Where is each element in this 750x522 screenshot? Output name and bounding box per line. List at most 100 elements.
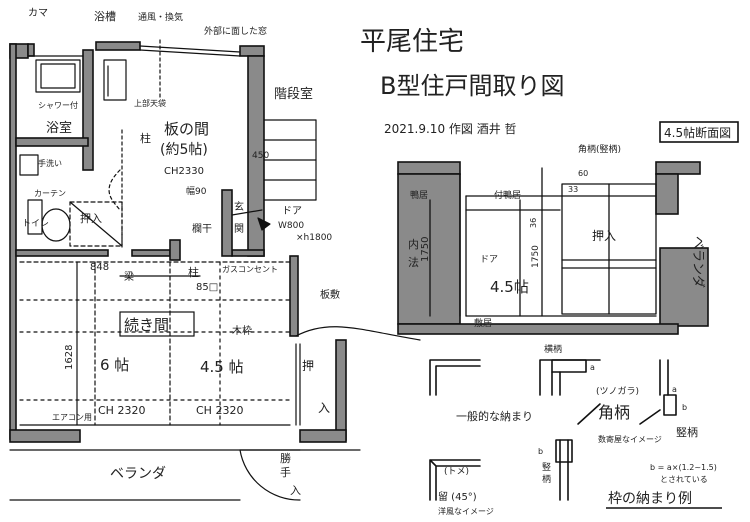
label-ch2330: CH2330: [164, 166, 204, 177]
label-shikii: 敷居: [474, 317, 492, 329]
wall-top-right: [239, 45, 265, 57]
wall-right-lower: [289, 255, 299, 337]
label-shower: シャワー付: [38, 100, 78, 110]
wall-mid-right: [231, 249, 265, 257]
label-dim-1750-b: 1750: [531, 245, 541, 268]
label-hashira: 柱: [140, 131, 151, 145]
label-rankan: 欄干: [192, 222, 212, 235]
wall-right-oshiire: [335, 339, 347, 441]
label-section-door: ドア: [480, 255, 498, 265]
label-section-veranda: ベランダ: [690, 236, 705, 288]
section-title-box: [659, 121, 739, 143]
drawing-subtitle: B型住戸間取り図: [380, 72, 564, 100]
label-oshiire-small: 押入: [80, 211, 102, 225]
label-curtain: カーテン: [34, 189, 66, 198]
label-aircon: エアコン用: [52, 413, 92, 422]
detail-sketches: [429, 359, 677, 501]
label-a2: a: [672, 385, 677, 394]
label-formula-1: b = a×(1.2~1.5): [650, 463, 717, 472]
label-kiwaku: 木枠: [232, 324, 252, 337]
label-oshi-1: 押: [302, 359, 314, 373]
wall-bottom-right: [299, 429, 347, 443]
label-tome-2: 留 (45°): [438, 490, 477, 503]
label-rokujo: 6 帖: [100, 356, 129, 374]
plan-lines: [9, 39, 421, 501]
label-door-size-1: W800: [278, 221, 304, 231]
label-yonhan: 4.5 帖: [200, 358, 244, 376]
tsuzukima-box: [119, 311, 195, 337]
label-dim-1628: 1628: [64, 345, 75, 370]
label-yokushitsu: 浴室: [46, 120, 72, 136]
label-tategamachi-1: 竪: [542, 462, 551, 473]
label-tearai: 手洗い: [38, 158, 62, 168]
label-gaibu: 外部に面した窓: [204, 25, 267, 37]
label-kaidanshitsu: 階段室: [274, 86, 313, 102]
label-kama: カマ: [28, 7, 48, 19]
details-title: 枠の納まり例: [608, 491, 692, 507]
label-dim-60: 60: [578, 169, 588, 178]
label-ita-no-ma: 板の間: [164, 120, 209, 138]
wall-bath-bottom: [15, 137, 89, 147]
detail-labels: 横柄 a a 一般的な納まり (ツノガラ) 角柄 数寄屋なイメージ 竪 柄 b …: [438, 343, 717, 516]
wall-top-mid: [95, 41, 141, 51]
label-hashira-85-val: 85□: [196, 282, 218, 293]
label-dim-33: 33: [568, 185, 578, 194]
label-b1: b: [538, 447, 543, 456]
label-uchinori-2: 法: [408, 255, 419, 269]
label-katte-2: 手: [280, 465, 291, 479]
label-yokogamachi: 横柄: [544, 343, 562, 355]
wall-mid-center: [131, 249, 171, 257]
label-genkan-1: 玄: [234, 200, 244, 213]
label-formula-2: とされている: [660, 475, 708, 484]
section-title: 4.5帖断面図: [664, 125, 731, 140]
label-tsunogara-2: 角柄: [598, 403, 630, 422]
label-tsunogara-1: (ツノガラ): [596, 386, 639, 397]
label-tsuki-kamoi: 付鴨居: [494, 189, 521, 201]
label-ryo: 梁: [124, 270, 134, 283]
label-b2: b: [682, 403, 687, 412]
plan-labels: カマ 浴槽 通風・換気 外部に面した窓 階段室 シャワー付 浴室 上部天袋 板の…: [22, 7, 340, 497]
label-tsuuki-fan: 通風・換気: [138, 11, 183, 23]
label-uwabukuro: 上部天袋: [134, 98, 166, 108]
label-uchinori-1: 内: [408, 237, 419, 251]
section-drawing: [397, 161, 709, 335]
drawing-title: 平尾住宅: [360, 27, 464, 57]
label-katte-1: 勝: [280, 451, 291, 465]
label-katte-3: 入: [290, 484, 301, 497]
wall-top-left-2: [27, 43, 35, 57]
label-door-size-2: ×h1800: [296, 233, 332, 243]
label-gas: ガスコンセント: [222, 264, 278, 274]
label-dim-36: 36: [529, 218, 538, 228]
label-toilet: トイレ: [22, 219, 49, 229]
label-section-oshiire: 押入: [592, 229, 616, 243]
label-hashira-85: 柱: [188, 265, 199, 279]
wall-mid-left: [15, 249, 109, 257]
label-genkan-2: 関: [234, 223, 244, 235]
label-youfuu: 洋風なイメージ: [438, 506, 494, 516]
label-oshi-2: 入: [318, 401, 330, 415]
label-ganzai: 幅90: [186, 185, 207, 197]
wall-bath-right: [82, 49, 94, 171]
label-tome-1: (トメ): [444, 467, 469, 477]
label-ch2320-b: CH 2320: [196, 404, 243, 417]
wall-entrance: [221, 189, 233, 257]
label-door: ドア: [282, 206, 302, 217]
label-dim-1750-a: 1750: [420, 237, 431, 262]
label-kotae: 竪柄: [676, 426, 698, 439]
label-veranda: ベランダ: [110, 466, 166, 482]
wall-entrance-left: [169, 239, 181, 261]
section-labels: 角柄(竪柄) 鴨居 付鴨居 60 33 36 1750 1750 内 法 ドア …: [408, 143, 705, 329]
label-itajiki: 板敷: [320, 288, 340, 301]
label-tategamachi-2: 柄: [542, 473, 551, 485]
label-dim-450: 450: [252, 151, 269, 161]
label-ippanteki: 一般的な納まり: [456, 409, 533, 423]
label-ch2320-a: CH 2320: [98, 404, 145, 417]
label-tsuzukima: 続き間: [124, 316, 169, 334]
plan-walls: [9, 41, 347, 443]
wall-bottom-left: [9, 429, 81, 443]
label-dim-848: 848: [90, 262, 109, 273]
label-kamoi: 鴨居: [410, 189, 428, 201]
label-ita-no-ma-size: (約5帖): [160, 142, 208, 158]
label-yokusou: 浴槽: [94, 10, 116, 23]
label-kakuwaku: 角柄(竪柄): [578, 143, 621, 155]
